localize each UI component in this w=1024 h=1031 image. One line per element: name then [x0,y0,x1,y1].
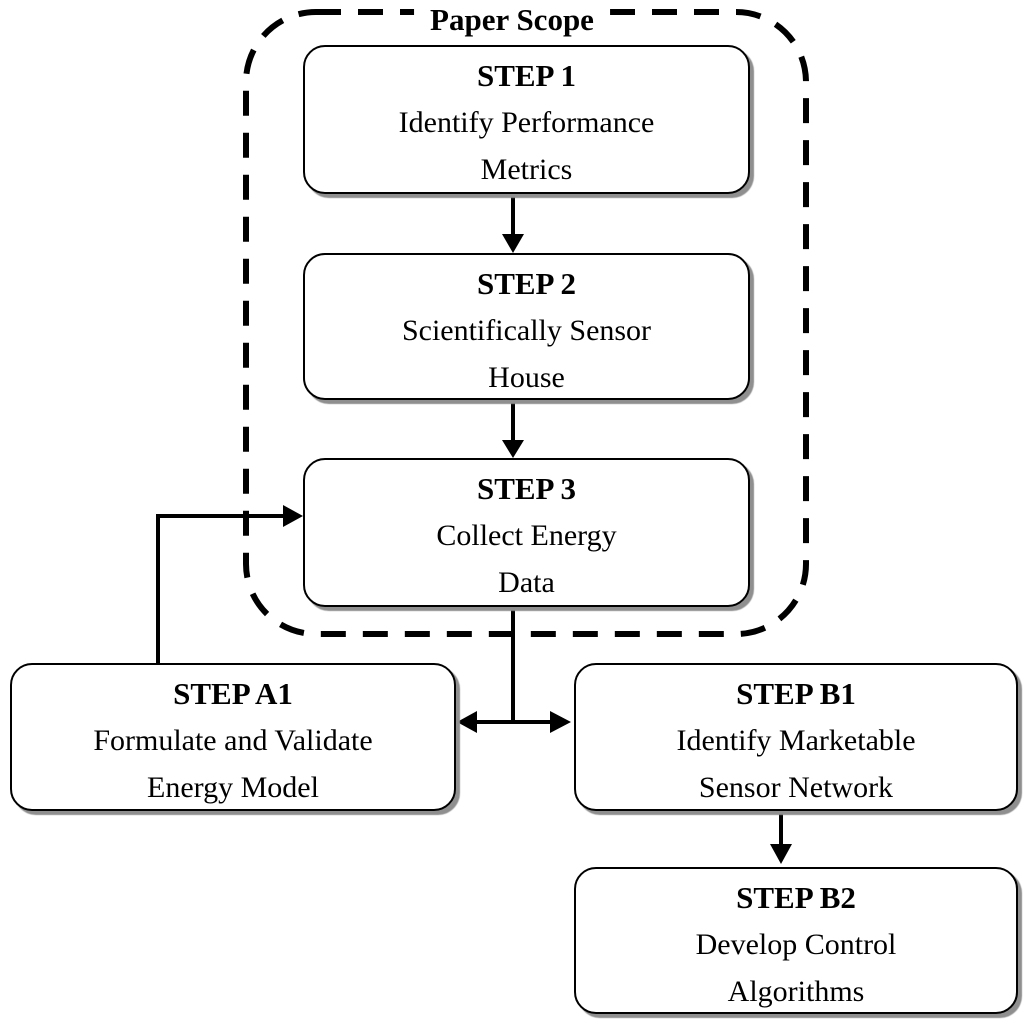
arrow-stepB1-to-stepB2 [770,812,792,864]
arrow-step3-branch [457,607,571,733]
node-step-b2-line: Develop Control [695,928,897,961]
node-step-b1-title: STEP B1 [736,676,856,711]
node-step-2-title: STEP 2 [476,266,577,301]
node-step-a1-line: Energy Model [147,771,319,804]
node-step-a1: STEP A1 Formulate and Validate Energy Mo… [10,663,456,811]
node-step-3-title: STEP 3 [476,471,577,506]
node-step-1-title: STEP 1 [476,58,577,93]
arrow-step2-to-step3 [502,401,524,458]
node-step-1: STEP 1 Identify Performance Metrics [303,45,750,194]
node-step-1-line: Identify Performance [398,106,655,139]
node-step-b2-line: Algorithms [727,975,865,1008]
node-step-a1-title: STEP A1 [173,676,293,711]
paper-scope-label: Paper Scope [414,0,610,40]
node-step-3-line: Data [498,566,555,599]
node-step-b1-line: Identify Marketable [676,724,916,757]
node-step-b1: STEP B1 Identify Marketable Sensor Netwo… [574,663,1018,811]
node-step-1-line: Metrics [480,153,573,186]
node-step-b2-title: STEP B2 [736,880,856,915]
node-step-a1-line: Formulate and Validate [93,724,373,757]
node-step-b2: STEP B2 Develop Control Algorithms [574,867,1018,1014]
node-step-2: STEP 2 Scientifically Sensor House [303,253,750,400]
arrow-stepA1-to-step3-feedback [156,505,303,664]
node-step-2-line: Scientifically Sensor [401,314,652,347]
node-step-3-line: Collect Energy [436,519,617,552]
node-step-b1-line: Sensor Network [698,771,894,804]
node-step-3: STEP 3 Collect Energy Data [303,458,750,607]
arrow-step1-to-step2 [502,195,524,253]
node-step-2-line: House [488,361,565,394]
